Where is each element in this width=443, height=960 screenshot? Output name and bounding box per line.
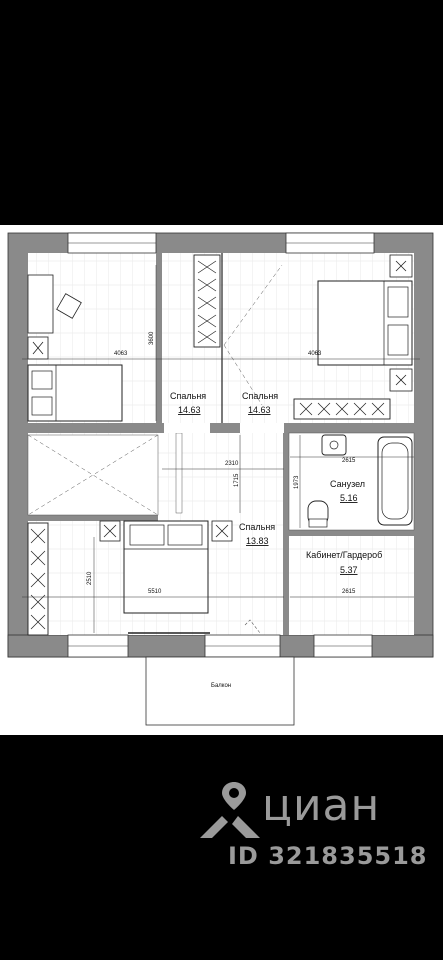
location-pin-icon bbox=[200, 782, 260, 838]
room-name-bathroom: Санузел bbox=[330, 479, 365, 489]
dim-2615-bottom: 2615 bbox=[342, 589, 356, 595]
room-name-study: Кабинет/Гардероб bbox=[306, 550, 382, 560]
balcony-label: Балкон bbox=[211, 683, 231, 689]
balcony bbox=[145, 656, 295, 726]
dim-5510: 5510 bbox=[148, 589, 162, 595]
dim-4063-right: 4063 bbox=[308, 351, 322, 357]
dim-1973: 1973 bbox=[294, 475, 300, 489]
wall-top-center bbox=[156, 253, 162, 423]
desk bbox=[27, 274, 54, 334]
dim-1715: 1715 bbox=[234, 473, 240, 487]
room-name-bedroom-1: Спальня bbox=[170, 391, 206, 401]
wardrobe-lower bbox=[27, 522, 49, 636]
watermark-id: ID 321835518 bbox=[228, 842, 428, 870]
wall-mid-horizontal bbox=[28, 423, 414, 433]
watermark: циан ID 321835518 bbox=[190, 780, 430, 880]
dim-4063-left: 4063 bbox=[114, 351, 128, 357]
wall-bath-bottom bbox=[289, 530, 414, 536]
chair bbox=[56, 293, 82, 319]
room-area-bedroom-3: 13.83 bbox=[246, 536, 269, 546]
room-name-bedroom-3: Спальня bbox=[239, 522, 275, 532]
floor-plan-drawing: 4063 4063 3600 2310 1715 2615 1973 2510 … bbox=[7, 232, 434, 726]
dim-2310: 2310 bbox=[225, 461, 239, 467]
dim-2510: 2510 bbox=[87, 571, 93, 585]
watermark-brand: циан bbox=[262, 780, 381, 831]
wardrobe-top bbox=[193, 254, 221, 348]
room-area-bedroom-2: 14.63 bbox=[248, 405, 271, 415]
dim-3600: 3600 bbox=[149, 331, 155, 345]
wall-lower-horizontal bbox=[28, 515, 158, 521]
room-area-bedroom-1: 14.63 bbox=[178, 405, 201, 415]
dim-2615-top: 2615 bbox=[342, 458, 356, 464]
floor-plan: 4063 4063 3600 2310 1715 2615 1973 2510 … bbox=[0, 225, 443, 735]
room-area-bathroom: 5.16 bbox=[340, 493, 358, 503]
room-area-study: 5.37 bbox=[340, 565, 358, 575]
wall-corridor-vert bbox=[283, 433, 289, 635]
room-name-bedroom-2: Спальня bbox=[242, 391, 278, 401]
